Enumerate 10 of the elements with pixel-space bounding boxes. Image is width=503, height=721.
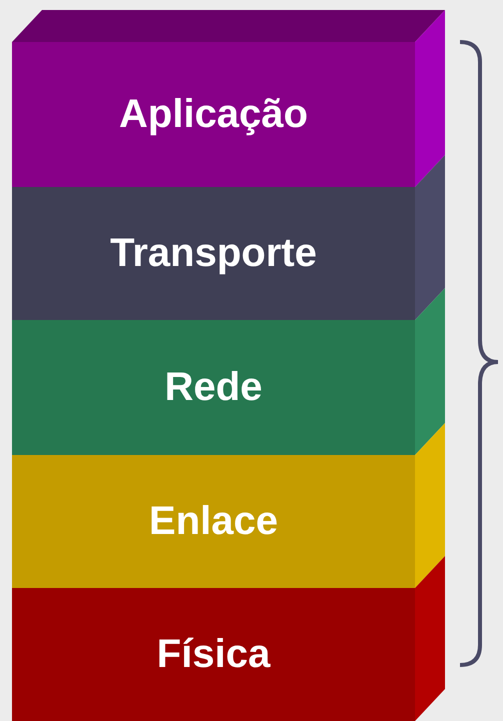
- layer-box: [12, 42, 415, 187]
- layer-name: Aplicação: [119, 92, 308, 137]
- layer-box: [12, 588, 415, 721]
- layer-name: Física: [156, 632, 270, 677]
- layer-name: Rede: [164, 365, 262, 410]
- layer-box: [12, 455, 415, 588]
- layer-box: [12, 320, 415, 455]
- layer-box: [12, 187, 415, 320]
- layer-name: Transporte: [110, 231, 317, 276]
- layer-name: Enlace: [149, 499, 278, 544]
